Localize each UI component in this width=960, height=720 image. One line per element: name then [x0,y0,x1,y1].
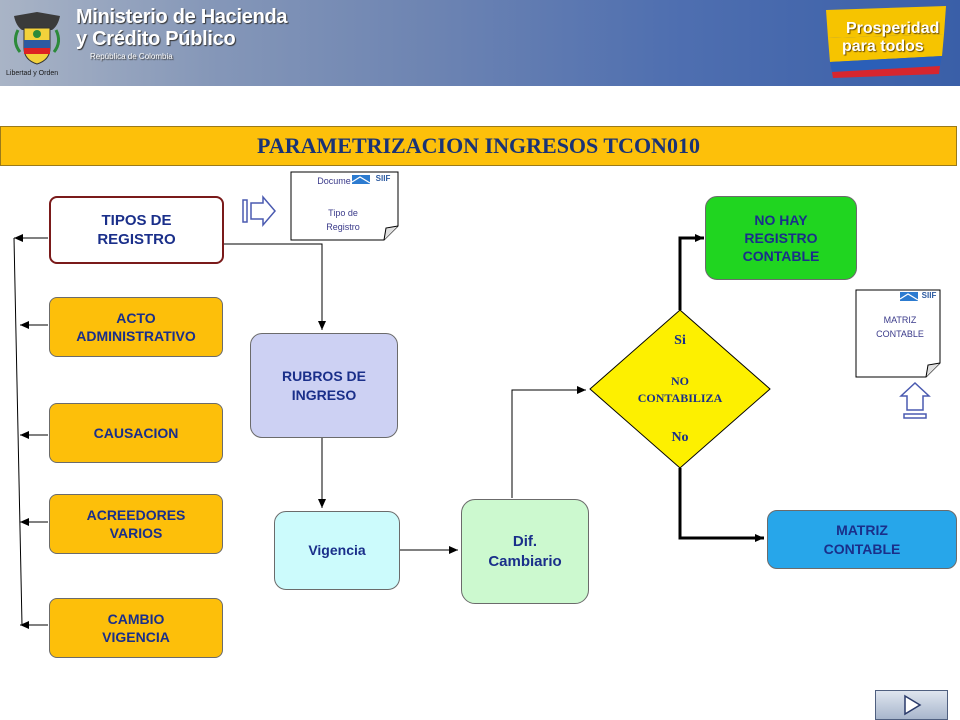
connector-tipos-rubros [224,243,326,330]
node-acto-administrativo: ACTO ADMINISTRATIVO [49,297,223,357]
connector-decision-nohay [678,234,704,310]
document-tipo-registro-icon [290,171,399,241]
document-matriz-contable-icon [855,289,941,378]
siif-logo-icon [351,175,371,184]
coat-of-arms-icon [13,12,61,65]
decision-no-label: No [671,430,689,445]
node-rubros-ingreso: RUBROS DE INGRESO [250,333,398,438]
node-matriz-contable: MATRIZ CONTABLE [767,510,957,569]
node-vigencia-label: Vigencia [308,542,366,559]
document2-body-label: MATRIZ CONTABLE [876,315,924,340]
node-vigencia: Vigencia [274,511,400,590]
node-rubros-label: RUBROS DE INGRESO [281,368,366,403]
slogan-line1: Prosperidad [846,20,940,37]
play-next-icon [903,694,921,716]
siif-logo-label: SIIF [375,174,391,183]
page-title: PARAMETRIZACION INGRESOS TCON010 [0,126,957,166]
node-acreedores-varios: ACREEDORES VARIOS [49,494,223,554]
node-tipos-registro: TIPOS DE REGISTRO [49,196,224,264]
node-causacion: CAUSACION [49,403,223,463]
node-no-hay-registro: NO HAY REGISTRO CONTABLE [705,196,857,280]
connector-dif-decision [511,386,586,498]
decision-yes-label: Si [674,333,686,348]
connector-decision-matriz [678,468,764,542]
slogan-line2: para todos [842,38,924,55]
header-banner: Libertad y Orden Ministerio de Hacienda … [0,0,960,86]
node-nohay-label: NO HAY REGISTRO CONTABLE [742,211,820,265]
republic-caption: República de Colombia [90,52,173,61]
node-dif-label: Dif. Cambiario [488,533,562,570]
node-cambio-vigencia: CAMBIO VIGENCIA [49,598,223,658]
next-slide-button[interactable] [875,690,948,720]
decision-label: NO CONTABILIZA [637,374,723,405]
crest-caption: Libertad y Orden [6,70,59,77]
document-header-label: Docume [317,176,351,186]
node-acto-label: ACTO ADMINISTRATIVO [76,309,196,344]
node-dif-cambiario: Dif. Cambiario [461,499,589,604]
node-cambio-label: CAMBIO VIGENCIA [102,610,170,645]
ministry-name-line1: Ministerio de Hacienda [76,6,288,28]
siif-logo-label-2: SIIF [921,291,937,300]
siif-logo-icon-2 [899,292,919,301]
connector-bracket-vertical [13,237,23,626]
decision-diamond [589,309,771,469]
document-body-label: Tipo de Registro [326,208,360,233]
node-matriz-label: MATRIZ CONTABLE [823,522,901,557]
arrow-up-outline-icon [899,381,931,419]
node-acreedores-label: ACREEDORES VARIOS [86,506,186,541]
ministry-name-line2: y Crédito Público [76,28,236,50]
node-tipos-label: TIPOS DE REGISTRO [97,211,176,249]
arrow-right-outline-icon [242,194,276,228]
node-causacion-label: CAUSACION [93,424,179,441]
slogan-flag-icon [826,6,946,78]
